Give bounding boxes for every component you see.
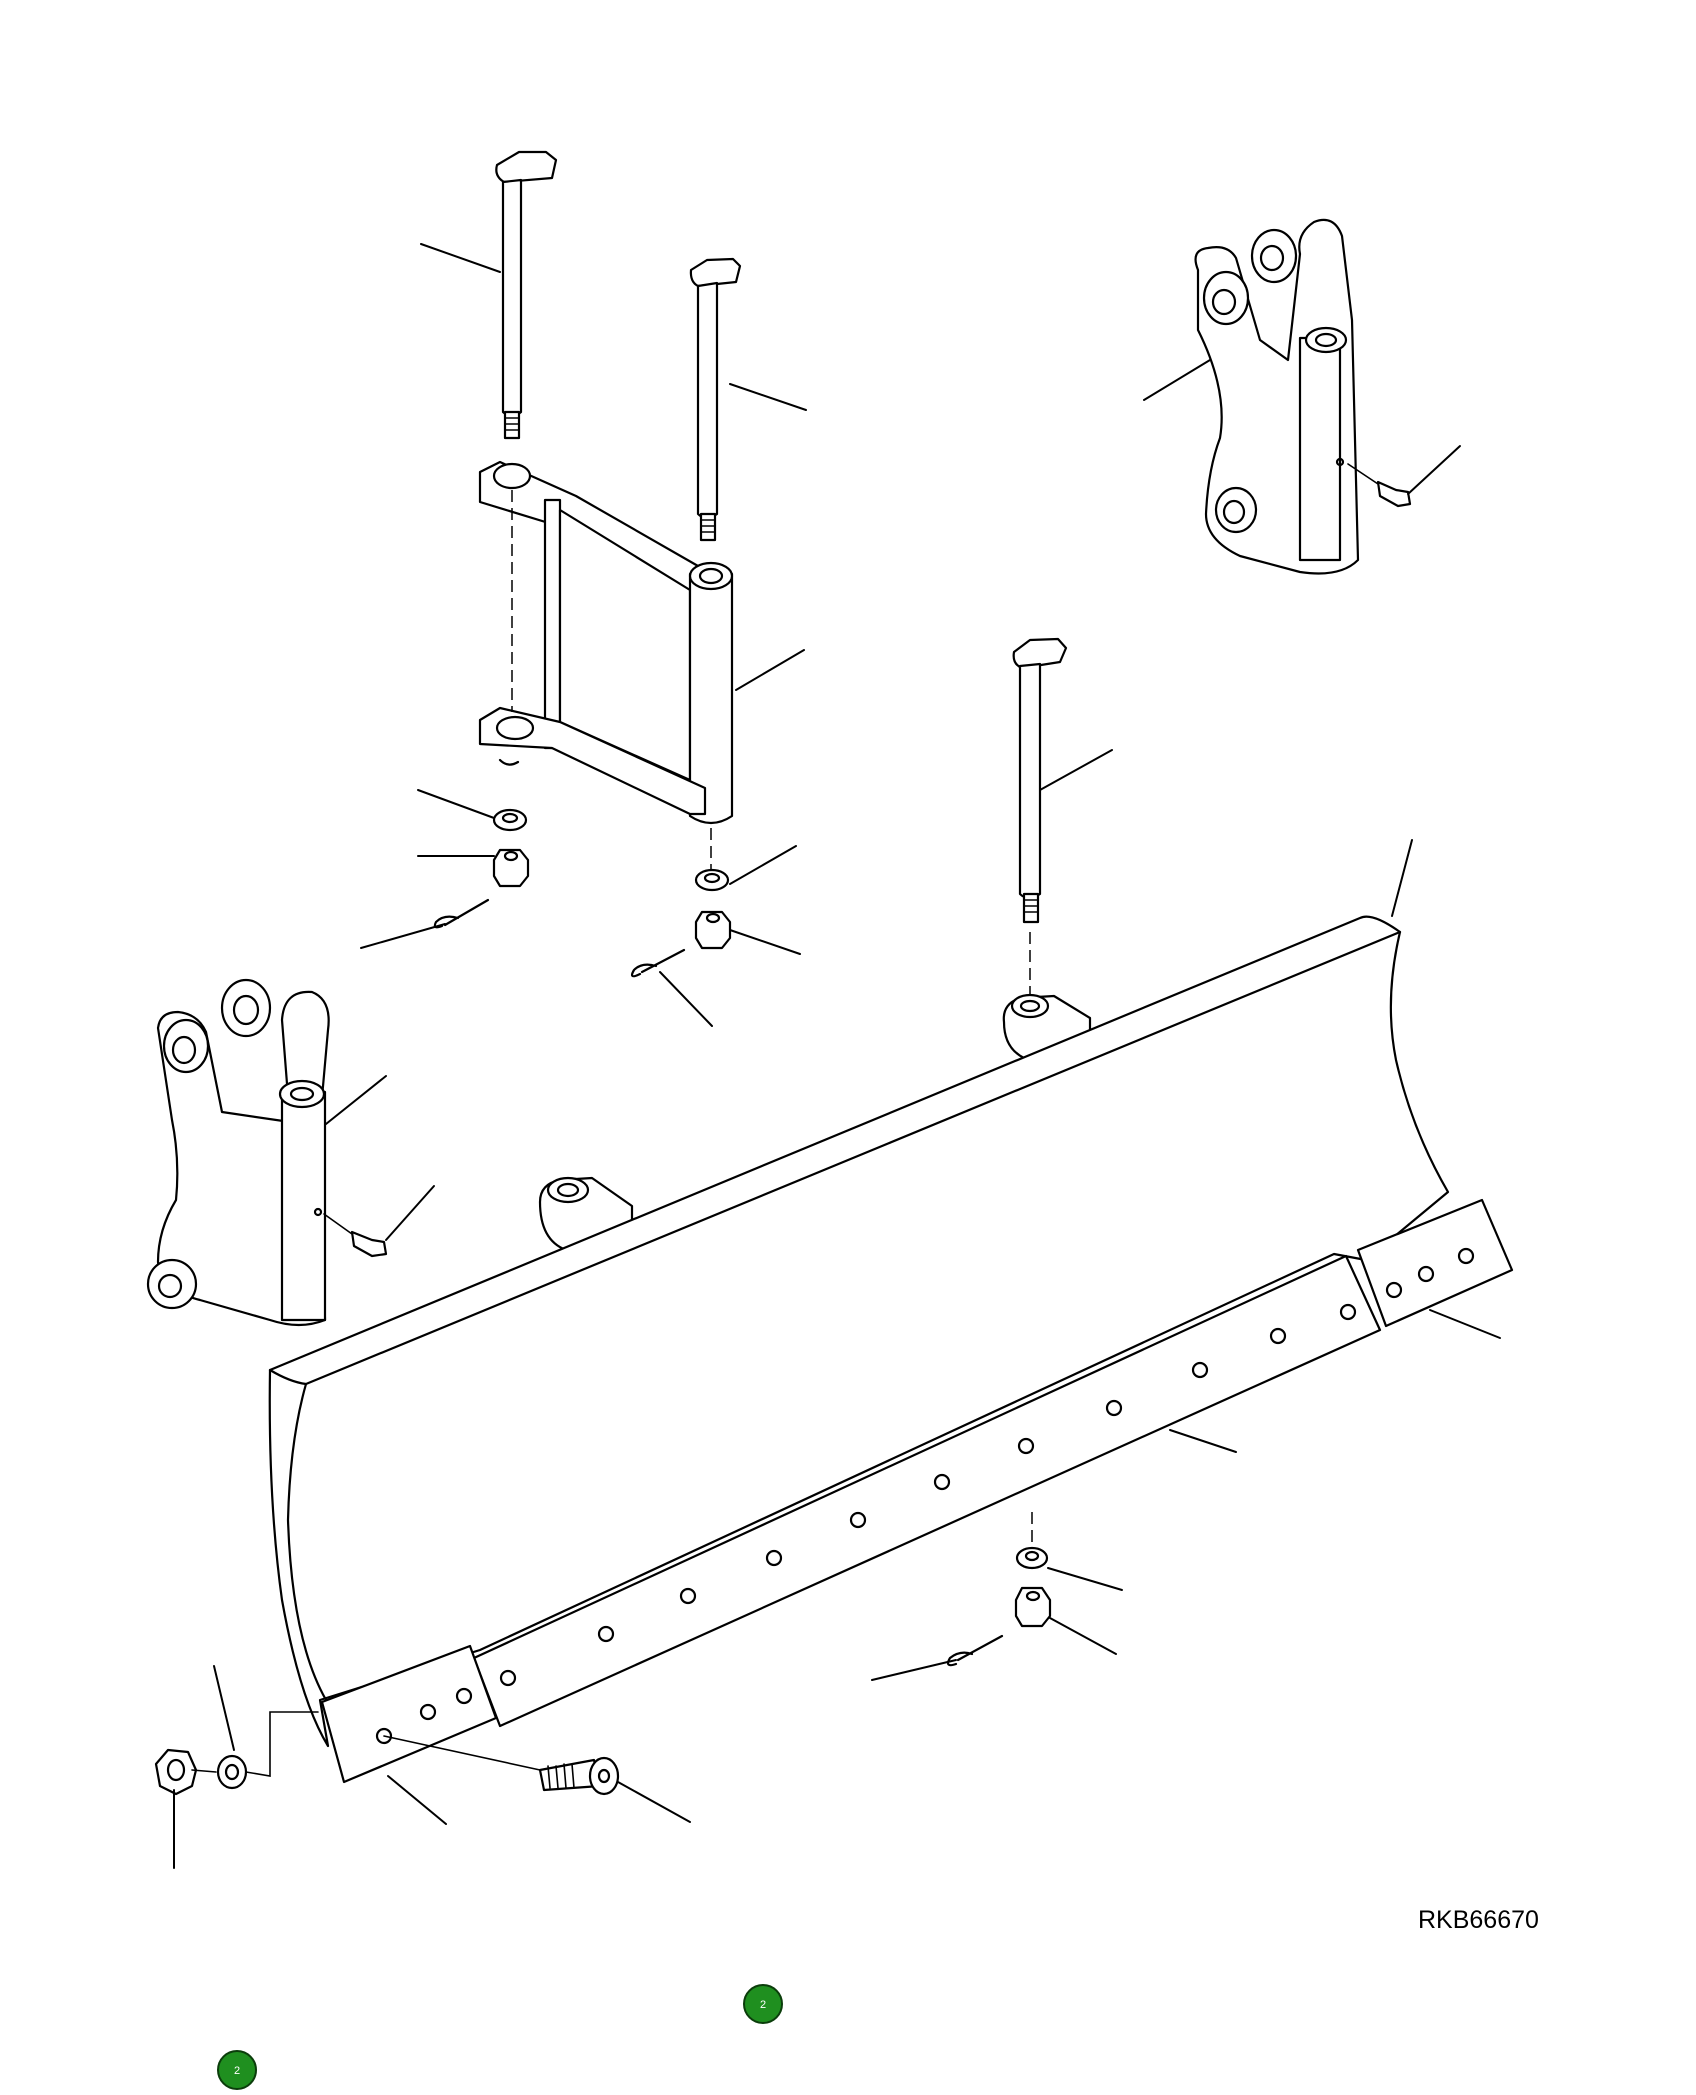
drawing-code: RKB66670 <box>1418 1906 1539 1934</box>
leader-lines <box>173 243 1501 1869</box>
blade-bracket-left <box>146 978 330 1327</box>
grease-fitting-left <box>323 1213 388 1258</box>
dozer-blade <box>268 915 1514 1784</box>
hotspot-marker[interactable]: 2 <box>743 1984 783 2024</box>
hotspot-marker[interactable]: 2 <box>217 2050 257 2090</box>
frame-hardware-right <box>630 868 732 978</box>
pin-long-middle <box>689 257 742 542</box>
pin-long-left <box>495 150 558 440</box>
edge-fasteners-right <box>946 1512 1052 1667</box>
frame-hardware-left <box>433 808 530 929</box>
grease-fitting-right <box>1347 463 1412 508</box>
pivot-frame <box>478 460 734 876</box>
blade-bracket-right <box>1194 218 1360 575</box>
edge-fasteners-left <box>154 1711 620 1796</box>
pin-long-right <box>1012 637 1068 1000</box>
